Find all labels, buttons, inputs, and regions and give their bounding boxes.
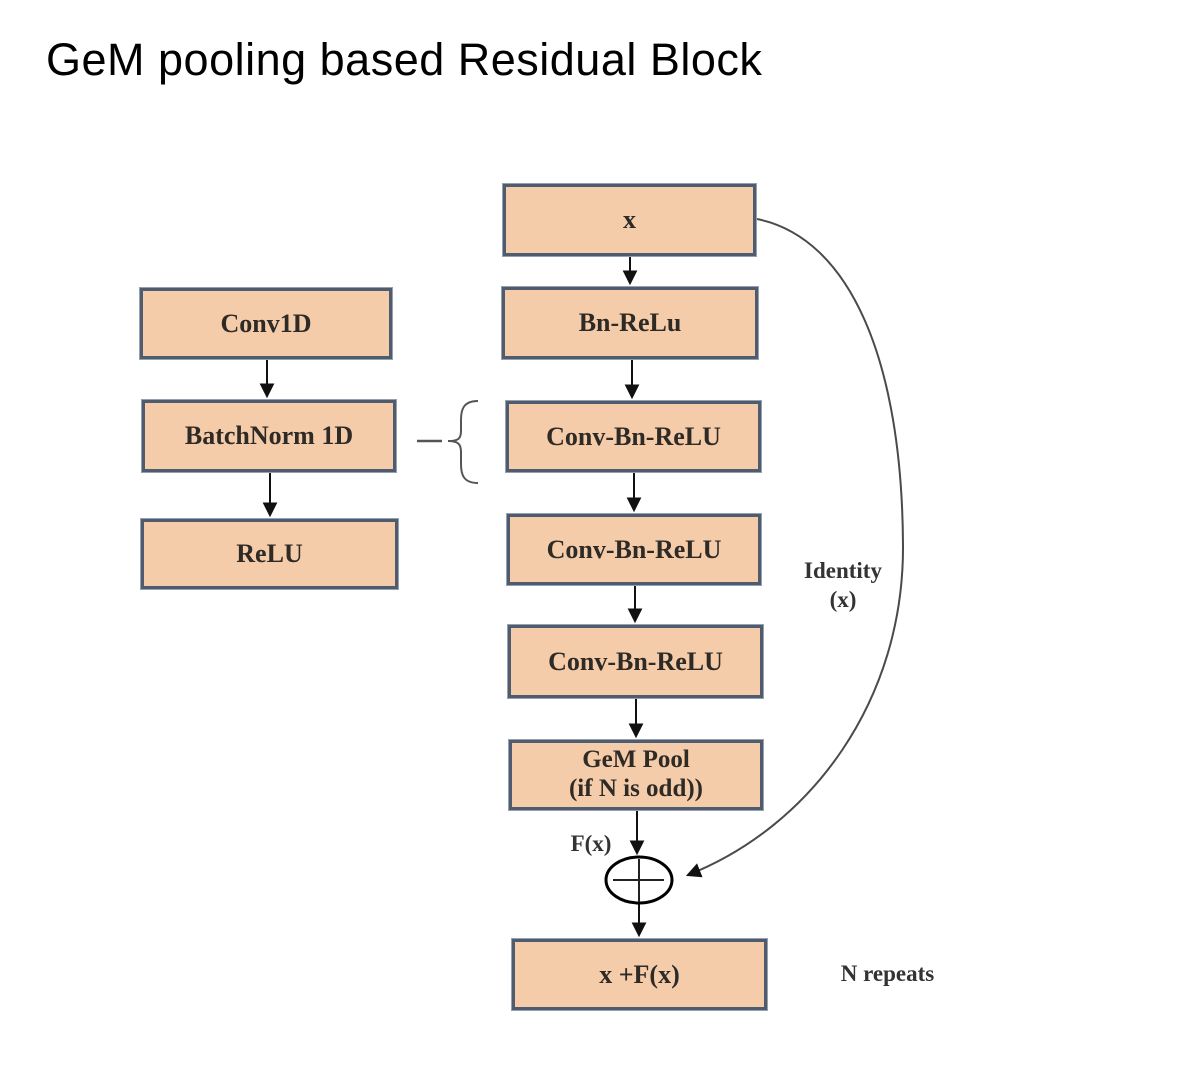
- fx-annotation: F(x): [570, 831, 612, 856]
- identity-annotation-line1: Identity: [804, 558, 882, 583]
- identity-annotation-line2: (x): [829, 586, 857, 612]
- block-conv-bn-relu-3-label: Conv-Bn-ReLU: [548, 646, 723, 676]
- block-batchnorm1d-label: BatchNorm 1D: [184, 421, 354, 451]
- n-repeats-annotation: N repeats: [840, 961, 935, 986]
- block-bn-relu-label: Bn-ReLu: [578, 308, 682, 338]
- block-conv-bn-relu-2-label: Conv-Bn-ReLU: [546, 534, 722, 564]
- block-relu: ReLU: [141, 519, 398, 589]
- identity-annotation: Identity (x): [793, 557, 893, 615]
- block-bn-relu: Bn-ReLu: [502, 287, 758, 359]
- block-input-x: x: [503, 184, 756, 256]
- block-gem-pool-label-line2: (if N is odd)): [568, 775, 704, 802]
- block-relu-label: ReLU: [236, 539, 303, 569]
- legend-brace: [417, 400, 479, 484]
- block-conv-bn-relu-3: Conv-Bn-ReLU: [508, 625, 763, 698]
- block-batchnorm1d: BatchNorm 1D: [142, 400, 396, 472]
- block-output-label: x +F(x): [599, 959, 680, 989]
- block-conv1d: Conv1D: [140, 288, 392, 359]
- block-conv-bn-relu-1: Conv-Bn-ReLU: [506, 401, 761, 472]
- block-conv1d-label: Conv1D: [220, 308, 312, 338]
- block-output: x +F(x): [512, 939, 767, 1010]
- block-conv-bn-relu-1-label: Conv-Bn-ReLU: [546, 421, 721, 451]
- page-title: GeM pooling based Residual Block: [46, 34, 763, 85]
- block-conv-bn-relu-2: Conv-Bn-ReLU: [507, 514, 761, 585]
- sum-junction-icon: [604, 855, 674, 905]
- identity-skip-curve: [685, 218, 905, 878]
- block-input-x-label: x: [623, 205, 636, 235]
- block-gem-pool: GeM Pool (if N is odd)): [509, 740, 763, 810]
- block-gem-pool-label-line1: GeM Pool: [582, 746, 690, 774]
